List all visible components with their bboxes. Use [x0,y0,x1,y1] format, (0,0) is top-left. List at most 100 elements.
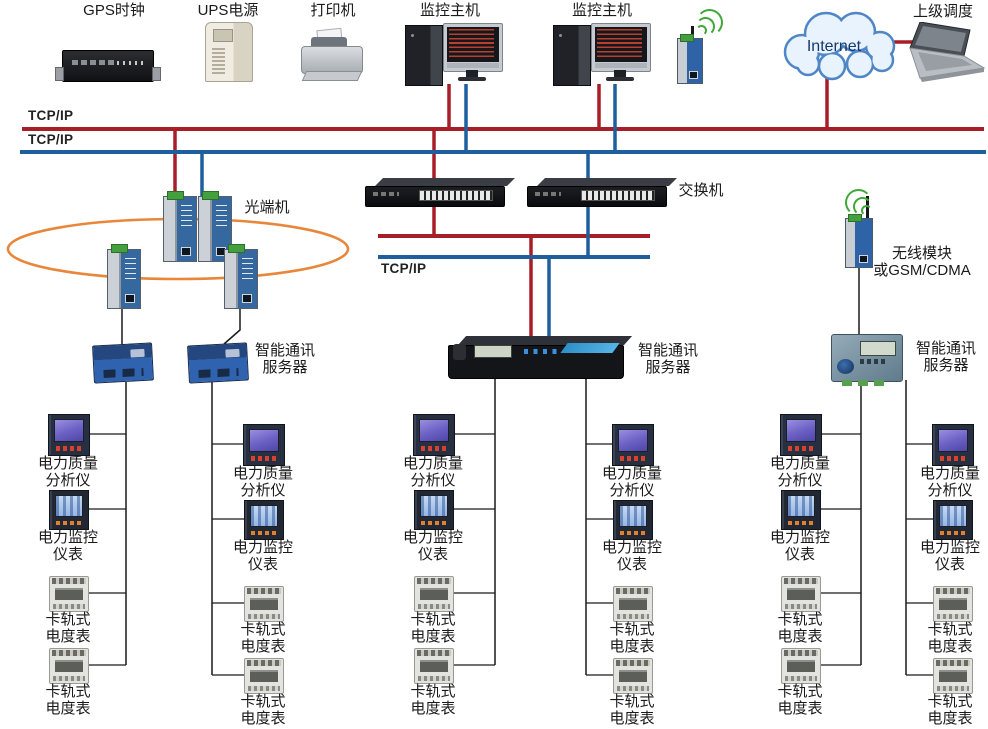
power-monitor-meter-icon [414,490,454,530]
optical-terminal-4-icon [224,244,258,309]
pc-monitor [443,23,503,72]
din-rail-energy-meter-label: 卡轨式电度表 [927,621,973,655]
din-rail-energy-meter-label: 卡轨式电度表 [45,683,91,717]
power-monitor-meter-label: 电力监控仪表 [919,539,980,573]
power-monitor-meter-label: 电力监控仪表 [37,529,98,563]
comm-server-left-label: 智能通讯服务器 [254,342,315,376]
terminal-block [848,214,862,222]
monitor-base [458,77,486,81]
gps-clock-label: GPS时钟 [83,2,145,19]
din-rail-energy-meter-label: 卡轨式电度表 [240,693,286,727]
power-quality-analyzer-label: 电力质量分析仪 [919,465,980,499]
din-rail-energy-meter-label: 卡轨式电度表 [45,611,91,645]
wireless-module-label: 无线模块或GSM/CDMA [873,245,971,279]
din-rail-energy-meter-label: 卡轨式电度表 [410,611,456,645]
pc-tower [553,25,591,86]
din-rail-energy-meter-label: 卡轨式电度表 [609,621,655,655]
monitor-host-1-icon [405,23,503,86]
ups-power-icon [205,22,253,82]
power-quality-analyzer-icon [612,424,654,466]
tcpip-label-red: TCP/IP [28,108,74,123]
din-rail-energy-meter-label: 卡轨式电度表 [609,693,655,727]
monitor-base [606,77,634,81]
power-quality-analyzer-icon [413,414,455,456]
printer-icon [301,27,363,81]
tcpip-label-mid: TCP/IP [381,261,427,276]
din-rail-energy-meter-icon [781,648,821,684]
pc-tower [405,25,443,86]
tcpip-label-blue: TCP/IP [28,132,74,147]
din-rail-energy-meter-label: 卡轨式电度表 [777,611,823,645]
comm-server-mid-icon [448,336,633,379]
monitor-host-2-icon [553,23,651,86]
din-rail-energy-meter-icon [613,586,653,622]
power-monitor-meter-label: 电力监控仪表 [232,539,293,573]
gps-leds [117,61,143,65]
monitor-host-2-label: 监控主机 [571,2,632,19]
internet-label: Internet [807,38,862,55]
din-rail-energy-meter-label: 卡轨式电度表 [777,683,823,717]
din-rail-energy-meter-icon [414,576,454,612]
printer-body [301,46,363,74]
din-rail-energy-meter-icon [49,576,89,612]
module-port [689,71,698,79]
power-quality-analyzer-icon [48,414,90,456]
optical-terminal-1-icon [163,191,197,262]
comm-server-mid-label: 智能通讯服务器 [637,342,698,376]
power-monitor-meter-label: 电力监控仪表 [769,529,830,563]
power-quality-analyzer-label: 电力质量分析仪 [601,465,662,499]
power-quality-analyzer-label: 电力质量分析仪 [769,455,830,489]
din-rail-energy-meter-icon [781,576,821,612]
din-rail-energy-meter-icon [933,586,973,622]
switch-1-icon [365,178,515,207]
power-monitor-meter-icon [49,490,89,530]
gps-display [72,60,114,65]
switch-label: 交换机 [678,182,724,199]
laptop-icon [909,22,986,82]
comm-server-right-icon [831,334,903,386]
wifi-signal-icon [696,9,723,36]
switch-ports [419,190,493,201]
power-quality-analyzer-label: 电力质量分析仪 [232,465,293,499]
din-rail-energy-meter-label: 卡轨式电度表 [410,683,456,717]
din-rail-energy-meter-icon [613,658,653,694]
switch-ports [581,190,655,201]
internet-cloud-icon: Internet [783,11,896,81]
power-quality-analyzer-icon [780,414,822,456]
din-rail-energy-meter-icon [414,648,454,684]
ups-vents [212,48,225,74]
din-rail-energy-meter-icon [244,658,284,694]
comm-server-right-label: 智能通讯服务器 [915,340,976,374]
power-monitor-meter-icon [613,500,653,540]
printer-label: 打印机 [310,2,356,19]
optical-terminal-3-icon [107,244,141,309]
power-quality-analyzer-icon [243,424,285,466]
switch-2-icon [527,178,677,207]
power-monitor-meter-icon [781,490,821,530]
power-quality-analyzer-label: 电力质量分析仪 [37,455,98,489]
power-monitor-meter-icon [933,500,973,540]
monitor-stand [466,70,478,77]
pc-monitor [591,23,651,72]
monitor-stand [614,70,626,77]
ups-panel [213,29,233,42]
wireless-module-top-icon [677,34,703,84]
din-rail-energy-meter-label: 卡轨式电度表 [927,693,973,727]
comm-server-b-icon [187,342,249,384]
power-monitor-meter-label: 电力监控仪表 [601,539,662,573]
din-rail-energy-meter-label: 卡轨式电度表 [240,621,286,655]
gps-bracket-right [152,67,161,81]
optical-terminal-label: 光端机 [244,199,290,216]
din-rail-energy-meter-icon [244,586,284,622]
power-monitor-meter-label: 电力监控仪表 [402,529,463,563]
gps-bracket-left [55,67,64,81]
printer-tray [301,71,363,81]
ups-power-label: UPS电源 [197,2,259,19]
din-rail-energy-meter-icon [933,658,973,694]
monitor-host-1-label: 监控主机 [419,2,480,19]
power-monitor-meter-icon [244,500,284,540]
optical-to-server-b-line [223,307,241,345]
upper-dispatch-label: 上级调度 [912,3,973,20]
wifi-signal-icon [845,189,872,216]
